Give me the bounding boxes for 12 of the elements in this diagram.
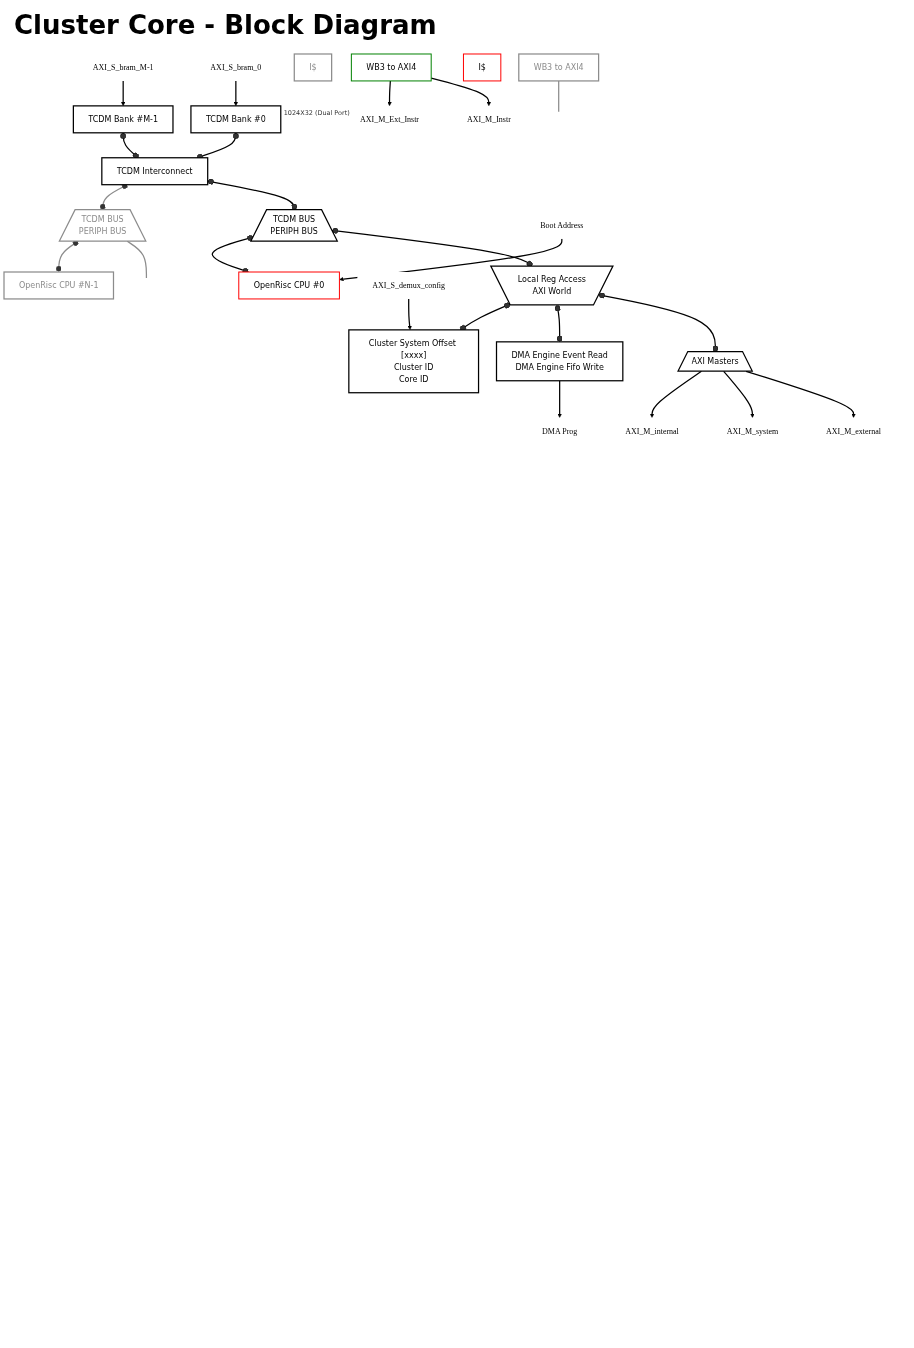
- connector: [211, 234, 254, 274]
- arrow: [557, 380, 562, 418]
- arrow: [430, 77, 492, 107]
- arrow: [121, 80, 126, 107]
- connector: [554, 304, 563, 343]
- arrow: [233, 80, 239, 107]
- arrow: [407, 298, 412, 331]
- connector: [331, 227, 533, 267]
- arrow: [387, 80, 392, 107]
- diagram-title: Cluster Core - Block Diagram: [14, 10, 438, 40]
- connector: [558, 80, 560, 113]
- connector: [120, 132, 139, 159]
